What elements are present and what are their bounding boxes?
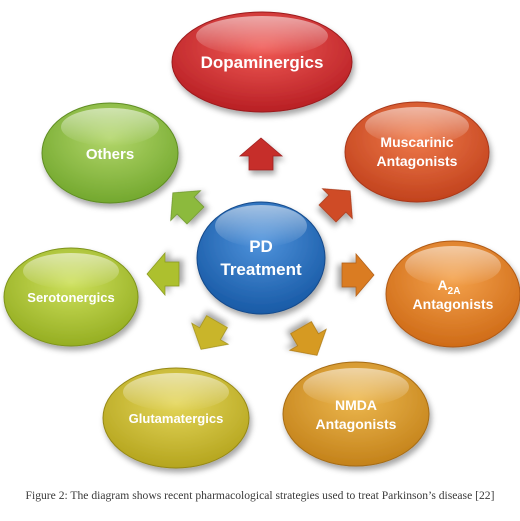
muscarinic-line1: Muscarinic: [380, 134, 453, 150]
glutamatergics-label: Glutamatergics: [129, 411, 224, 426]
arrow-to-others: [157, 177, 211, 231]
a2a-main: A: [438, 277, 448, 293]
arrow-to-dopaminergics: [239, 137, 283, 171]
nmda-line1: NMDA: [335, 397, 377, 413]
center-line2: Treatment: [220, 260, 302, 279]
node-others: Others: [41, 102, 179, 204]
dopaminergics-label: Dopaminergics: [201, 53, 324, 72]
node-a2a-antagonists: A2A Antagonists: [385, 240, 520, 348]
nmda-line2: Antagonists: [316, 416, 397, 432]
arrow-to-nmda: [282, 316, 336, 367]
node-muscarinic-antagonists: Muscarinic Antagonists: [344, 101, 490, 203]
arrow-to-a2a: [341, 253, 375, 297]
node-nmda-antagonists: NMDA Antagonists: [282, 361, 430, 467]
a2a-line2: Antagonists: [413, 296, 494, 312]
a2a-line1: A2A: [438, 277, 461, 297]
node-glutamatergics: Glutamatergics: [102, 367, 250, 469]
serotonergics-label: Serotonergics: [27, 290, 114, 305]
arrow-to-muscarinic: [312, 175, 366, 229]
center-line1: PD: [249, 237, 273, 256]
node-serotonergics: Serotonergics: [3, 247, 139, 347]
node-pd-treatment: PD Treatment: [196, 201, 326, 315]
others-label: Others: [86, 146, 134, 163]
figure-caption: Figure 2: The diagram shows recent pharm…: [25, 489, 495, 502]
pd-treatment-diagram: Dopaminergics Muscarinic Antagonists A2A…: [3, 11, 520, 469]
muscarinic-line2: Antagonists: [377, 153, 458, 169]
a2a-subscript: 2A: [448, 286, 461, 297]
node-dopaminergics: Dopaminergics: [171, 11, 353, 113]
arrow-to-glutamatergics: [182, 310, 236, 361]
arrow-to-serotonergics: [146, 252, 180, 296]
